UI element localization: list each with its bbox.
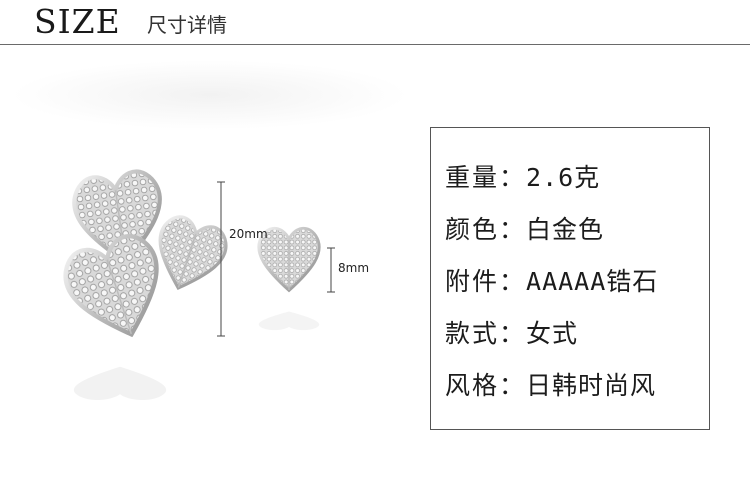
spec-label: 附件：	[445, 267, 527, 296]
header-divider	[0, 44, 750, 45]
page-header: SIZE 尺寸详情	[0, 0, 750, 46]
size-heading: SIZE	[34, 2, 121, 41]
spec-value: 日韩时尚风	[526, 371, 657, 400]
spec-row-color: 颜色：白金色	[445, 210, 604, 246]
small-size-label: 8mm	[338, 261, 370, 275]
large-size-label: 20mm	[229, 227, 268, 241]
spec-label: 重量：	[445, 163, 527, 192]
background-glow	[10, 60, 410, 130]
size-subheading: 尺寸详情	[147, 13, 227, 37]
spec-row-weight: 重量：2.6克	[445, 158, 600, 194]
spec-label: 风格：	[445, 371, 527, 400]
spec-value: 2.6克	[526, 163, 601, 192]
spec-label: 颜色：	[445, 215, 527, 244]
spec-row-style: 款式：女式	[445, 314, 578, 350]
small-earring	[257, 226, 321, 331]
spec-value: 白金色	[526, 215, 605, 244]
spec-row-accessory: 附件：AAAAA锆石	[445, 262, 658, 298]
spec-value: AAAAA锆石	[526, 267, 659, 296]
spec-row-fashion: 风格：日韩时尚风	[445, 366, 656, 402]
spec-label: 款式：	[445, 319, 527, 348]
spec-panel: 重量：2.6克 颜色：白金色 附件：AAAAA锆石 款式：女式 风格：日韩时尚风	[430, 127, 710, 430]
large-earring	[63, 169, 228, 401]
earring-illustration	[63, 169, 335, 401]
large-dimension-line	[217, 181, 225, 337]
product-image-area: 20mm 8mm	[60, 160, 380, 401]
small-dimension-line	[327, 247, 335, 293]
spec-value: 女式	[526, 319, 579, 348]
